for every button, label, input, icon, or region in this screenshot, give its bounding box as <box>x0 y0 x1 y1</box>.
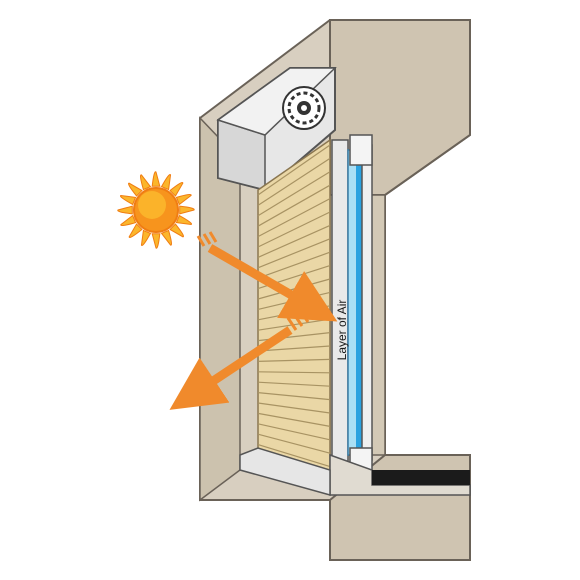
shutter-slat <box>257 433 331 454</box>
sun-ray <box>120 214 137 226</box>
sun-ray <box>151 171 161 187</box>
shutter-slat <box>257 412 331 427</box>
shutter-slat <box>257 144 331 196</box>
shutter-slat <box>257 238 331 269</box>
shutter-slat <box>257 345 331 352</box>
shutter-slat <box>257 423 331 441</box>
sun-icon <box>117 171 195 249</box>
sun-ray <box>128 182 143 197</box>
sun-ray <box>179 205 195 215</box>
shutter-slat <box>257 157 331 206</box>
layer-of-air-label: Layer of Air <box>335 300 349 361</box>
shutter-slat <box>257 371 331 374</box>
shutter-slat <box>257 444 331 468</box>
shutter-slat <box>257 392 331 401</box>
shutter-slat <box>257 381 331 387</box>
shutter-slat <box>257 211 331 248</box>
shutter-slat <box>257 358 331 362</box>
window-glazing: Layer of Air <box>331 134 373 479</box>
sun-ray <box>160 229 172 246</box>
sun-ray <box>128 223 143 238</box>
sun-ray <box>140 229 152 246</box>
shutter-slat <box>257 224 331 258</box>
shutter-slat <box>257 251 331 279</box>
window-sill <box>239 447 471 496</box>
sun-ray <box>151 233 161 249</box>
sun-ray <box>175 194 192 206</box>
sun-ray <box>117 205 133 215</box>
roller-box <box>216 67 337 192</box>
heat-arrow-out <box>169 309 310 410</box>
sun-ray <box>160 174 172 191</box>
roller-drum-icon <box>282 86 326 130</box>
sun-ray <box>169 223 184 238</box>
sun-ray <box>140 174 152 191</box>
shutter-slat <box>257 402 331 414</box>
sun-ray <box>175 214 192 226</box>
shutter-slat <box>257 184 331 227</box>
sun-ray <box>120 194 137 206</box>
shutter-curtain <box>257 138 331 482</box>
shutter-slat <box>257 171 331 217</box>
shutter-slat <box>257 198 331 238</box>
heat-arrow-in <box>196 231 338 322</box>
sun-ray <box>169 182 184 197</box>
